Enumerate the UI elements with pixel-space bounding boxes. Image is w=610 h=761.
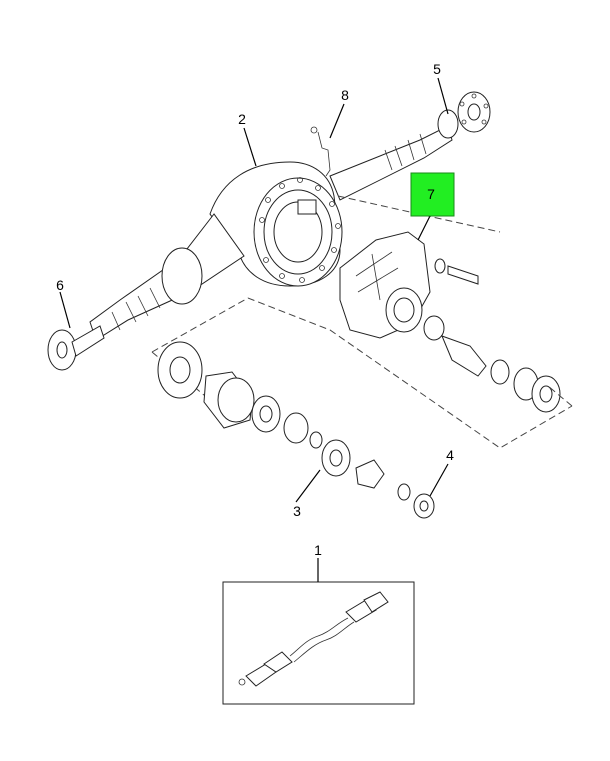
breather-vent-art (310, 126, 331, 177)
callout-3[interactable]: 3 (293, 503, 301, 519)
callout-6[interactable]: 6 (56, 277, 64, 293)
axle-housing-art (89, 109, 459, 341)
callout-1[interactable]: 1 (314, 542, 322, 558)
callout-2[interactable]: 2 (238, 111, 246, 127)
differential-case-art (157, 341, 435, 519)
callout-7[interactable]: 7 (427, 186, 435, 202)
pinion-bearing-art (423, 315, 561, 413)
highlight-box-7[interactable] (410, 172, 455, 217)
callout-4[interactable]: 4 (446, 447, 454, 463)
harness-box (222, 581, 415, 705)
left-hub-flange-art (47, 325, 105, 371)
callout-5[interactable]: 5 (433, 61, 441, 77)
differential-carrier-art (339, 231, 479, 339)
callout-8[interactable]: 8 (341, 87, 349, 103)
right-hub-flange-art (457, 91, 491, 133)
